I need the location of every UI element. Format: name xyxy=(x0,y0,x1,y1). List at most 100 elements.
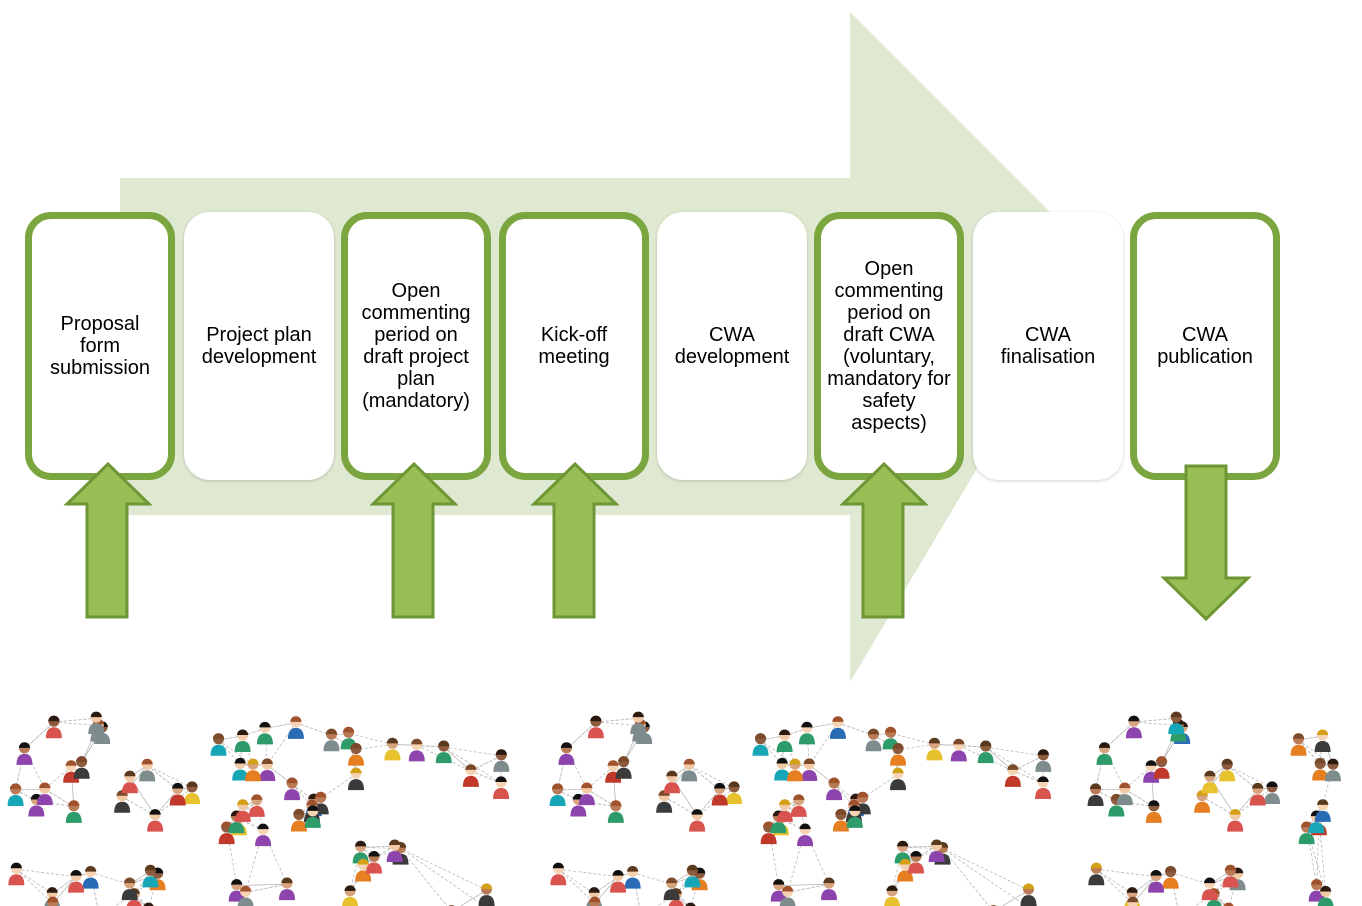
person-icon xyxy=(1125,715,1142,739)
person-icon xyxy=(610,870,627,893)
person-icon xyxy=(73,756,90,779)
person-icon xyxy=(184,781,201,805)
person-icon xyxy=(323,728,340,752)
person-icon xyxy=(348,742,365,766)
step-cwa-publication: CWA publication xyxy=(1130,212,1280,480)
person-icon xyxy=(1317,885,1334,906)
person-icon xyxy=(82,865,99,889)
person-icon xyxy=(139,758,156,782)
step-label: Project plan development xyxy=(201,324,317,368)
person-icon xyxy=(121,770,138,794)
person-icon xyxy=(1168,711,1185,735)
person-icon xyxy=(894,840,911,864)
person-icon xyxy=(347,767,364,791)
person-icon xyxy=(1116,782,1133,806)
input-arrow-up-icon xyxy=(839,462,929,619)
person-icon xyxy=(550,862,567,886)
person-icon xyxy=(787,758,804,782)
person-icon xyxy=(726,781,743,805)
person-icon xyxy=(950,738,967,762)
person-icon xyxy=(977,740,994,764)
step-cwa-development: CWA development xyxy=(657,212,807,480)
step-open-commenting-draft-cwa: Open commenting period on draft CWA (vol… xyxy=(814,212,964,480)
person-icon xyxy=(1004,764,1021,787)
person-icon xyxy=(435,740,452,764)
person-icon xyxy=(790,794,807,817)
person-icon xyxy=(689,809,706,832)
person-icon xyxy=(147,809,164,832)
person-icon xyxy=(121,877,138,901)
person-icon xyxy=(386,839,403,863)
person-icon xyxy=(47,896,59,906)
person-icon xyxy=(1201,877,1218,901)
person-icon xyxy=(1162,865,1179,889)
step-label: CWA development xyxy=(674,324,790,368)
person-icon xyxy=(684,864,701,888)
person-icon xyxy=(854,791,871,815)
person-icon xyxy=(342,885,358,906)
input-arrow-up-icon xyxy=(369,462,459,619)
person-icon xyxy=(88,711,105,735)
person-icon xyxy=(7,783,24,806)
step-project-plan-development: Project plan development xyxy=(184,212,334,480)
person-icon xyxy=(287,716,304,739)
person-icon xyxy=(908,850,925,874)
person-icon xyxy=(884,885,900,906)
step-open-commenting-project-plan: Open commenting period on draft project … xyxy=(341,212,491,480)
person-icon xyxy=(897,858,914,882)
person-icon xyxy=(846,805,863,828)
person-icon xyxy=(493,749,510,772)
person-icon xyxy=(798,721,815,745)
person-icon xyxy=(1127,896,1139,906)
person-icon xyxy=(45,715,62,739)
person-icon xyxy=(1035,776,1052,799)
person-icon xyxy=(248,794,265,817)
input-arrow-up-icon xyxy=(530,462,620,619)
person-icon xyxy=(663,877,680,901)
person-icon xyxy=(630,711,647,735)
person-icon xyxy=(1088,862,1105,886)
person-icon xyxy=(8,862,25,886)
step-label: Open commenting period on draft project … xyxy=(361,280,471,412)
person-icon xyxy=(255,823,272,847)
person-icon xyxy=(1148,870,1165,893)
person-icon xyxy=(1314,799,1331,822)
person-icon xyxy=(290,808,307,832)
person-icon xyxy=(1264,781,1281,805)
step-label: Open commenting period on draft CWA (vol… xyxy=(827,258,951,434)
step-cwa-finalisation: CWA finalisation xyxy=(973,212,1123,480)
person-icon xyxy=(278,877,295,901)
person-icon xyxy=(65,800,82,823)
person-icon xyxy=(607,800,624,823)
person-icon xyxy=(169,782,186,806)
person-icon xyxy=(36,782,53,806)
step-kick-off-meeting: Kick-off meeting xyxy=(499,212,649,480)
person-icon xyxy=(1249,782,1266,806)
person-icon xyxy=(259,758,276,782)
person-icon xyxy=(711,782,728,806)
output-arrow-down-icon xyxy=(1160,464,1252,622)
person-icon xyxy=(142,864,159,888)
person-icon xyxy=(1096,742,1113,765)
person-icon xyxy=(889,767,906,791)
person-icon xyxy=(1087,783,1104,806)
person-icon xyxy=(587,715,604,739)
person-icon xyxy=(558,742,575,765)
person-icon xyxy=(1145,800,1162,823)
step-label: Kick-off meeting xyxy=(538,324,610,368)
person-icon xyxy=(656,790,673,813)
person-icon xyxy=(1298,821,1315,845)
person-icon xyxy=(681,758,698,782)
person-icon xyxy=(1035,749,1052,772)
person-icon xyxy=(826,777,843,801)
person-icon xyxy=(752,733,769,756)
person-icon xyxy=(685,902,696,906)
person-icon xyxy=(114,790,131,813)
person-icon xyxy=(1227,809,1244,832)
person-icon xyxy=(1194,790,1211,813)
person-icon xyxy=(549,783,566,806)
person-icon xyxy=(1290,733,1307,756)
person-icon xyxy=(797,823,814,847)
input-arrow-up-icon xyxy=(63,462,153,619)
person-icon xyxy=(820,877,837,901)
